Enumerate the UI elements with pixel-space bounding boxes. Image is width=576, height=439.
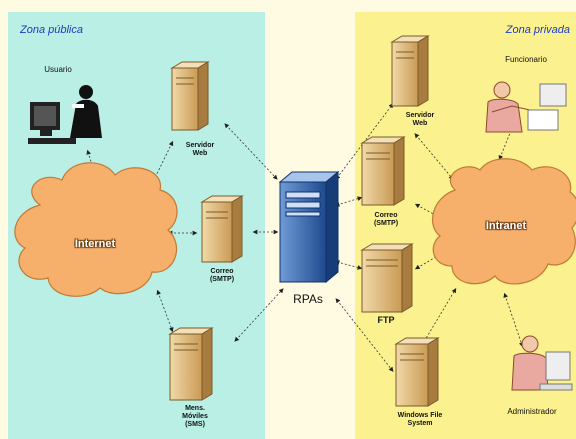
public-sms-server [168,327,214,401]
public-mail-server-label: Correo (SMTP) [209,268,235,283]
intranet-label: Intranet [485,220,527,232]
intranet-cloud [431,158,576,285]
private-zone-title: Zona privada [505,24,570,36]
public-mail-server [200,195,244,263]
private-mail-server-label: Correo (SMTP) [373,212,399,227]
public-web-server-label: Servidor Web [185,142,215,157]
public-sms-server-label: Mens. Móviles (SMS) [182,405,208,428]
private-web-server [390,35,430,107]
public-web-server [170,61,210,131]
employee-label: Funcionario [505,55,547,64]
private-filesystem-server [394,337,440,407]
internet-cloud [14,162,178,297]
administrator-icon [511,335,573,391]
private-ftp-server-label: FTP [377,315,395,325]
private-mail-server [360,136,406,206]
internet-label: Internet [74,238,116,250]
private-filesystem-server-label: Windows File System [397,412,443,427]
rpas-label: RPAs [293,292,323,306]
employee-icon [485,81,567,133]
administrator-label: Administrador [507,407,557,416]
user-workstation-icon [28,85,102,144]
private-ftp-server [360,243,414,313]
rpas-server [278,170,340,284]
public-zone-title: Zona pública [20,24,83,36]
user-label: Usuario [44,65,72,74]
private-web-server-label: Servidor Web [405,112,435,127]
